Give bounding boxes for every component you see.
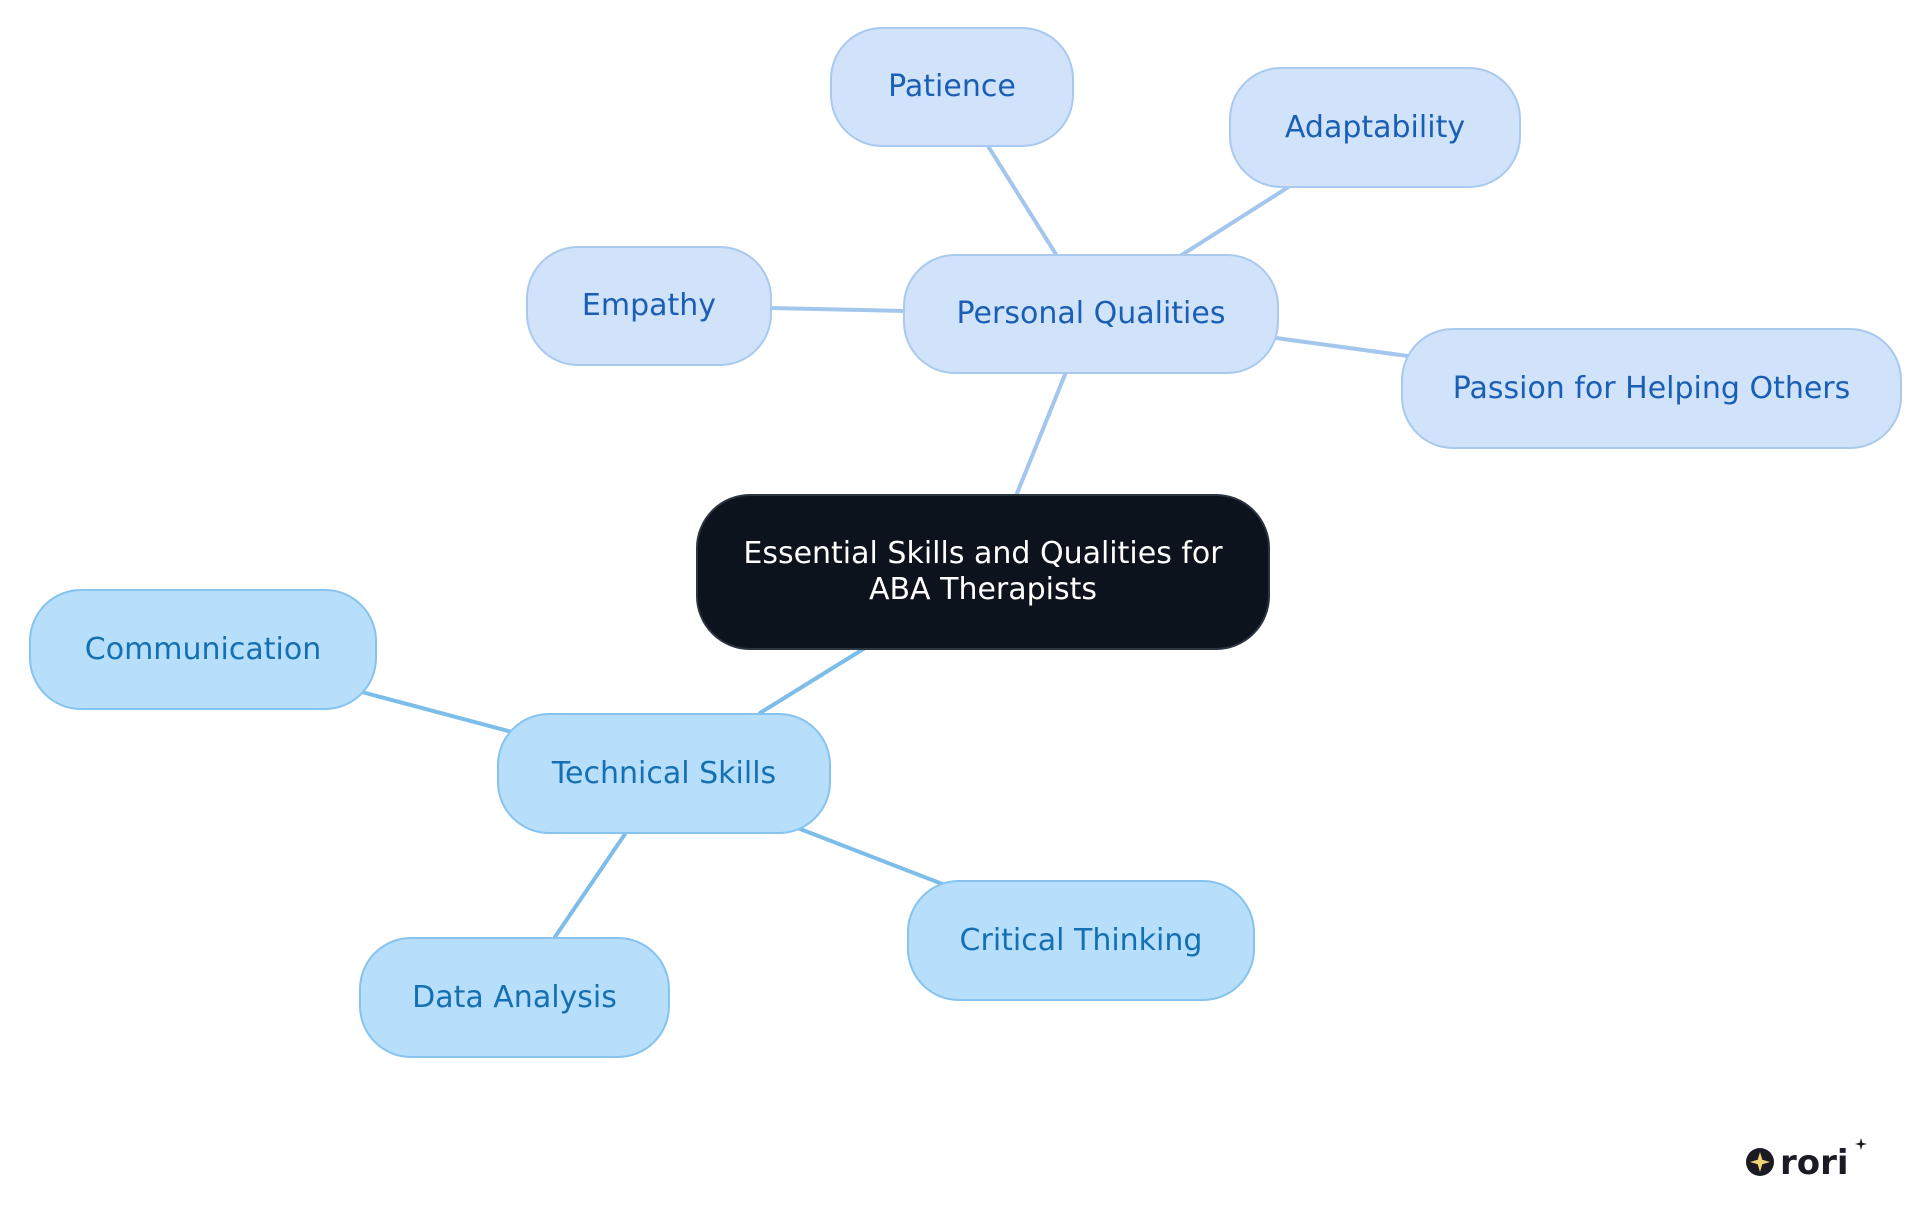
node-center: Essential Skills and Qualities for ABA T… [696,494,1270,650]
node-adaptability: Adaptability [1229,67,1521,188]
edge-technical-skills-critical-thinking [793,825,947,887]
node-passion-for-helping-others: Passion for Helping Others [1401,328,1902,449]
edge-personal-qualities-adaptability [1178,184,1292,258]
edge-center-personal-qualities [1014,370,1068,498]
sparkle-icon [1855,1138,1867,1150]
node-data-analysis: Data Analysis [359,937,670,1058]
node-critical-thinking: Critical Thinking [907,880,1255,1001]
edge-personal-qualities-empathy [768,306,908,313]
node-technical-skills: Technical Skills [497,713,831,834]
node-empathy: Empathy [526,246,772,366]
center-label: Essential Skills and Qualities for ABA T… [743,536,1223,607]
edge-personal-qualities-patience [986,144,1059,258]
logo-wordmark: rori [1780,1143,1849,1180]
node-patience: Patience [830,27,1074,147]
star-circle-icon [1746,1148,1774,1176]
edge-center-technical-skills [758,646,867,715]
edge-personal-qualities-passion [1274,336,1417,359]
edge-technical-skills-communication [356,689,514,734]
rori-logo: rori [1744,1136,1870,1183]
node-personal-qualities: Personal Qualities [903,254,1279,374]
node-communication: Communication [29,589,377,710]
edge-technical-skills-data-analysis [553,832,627,939]
